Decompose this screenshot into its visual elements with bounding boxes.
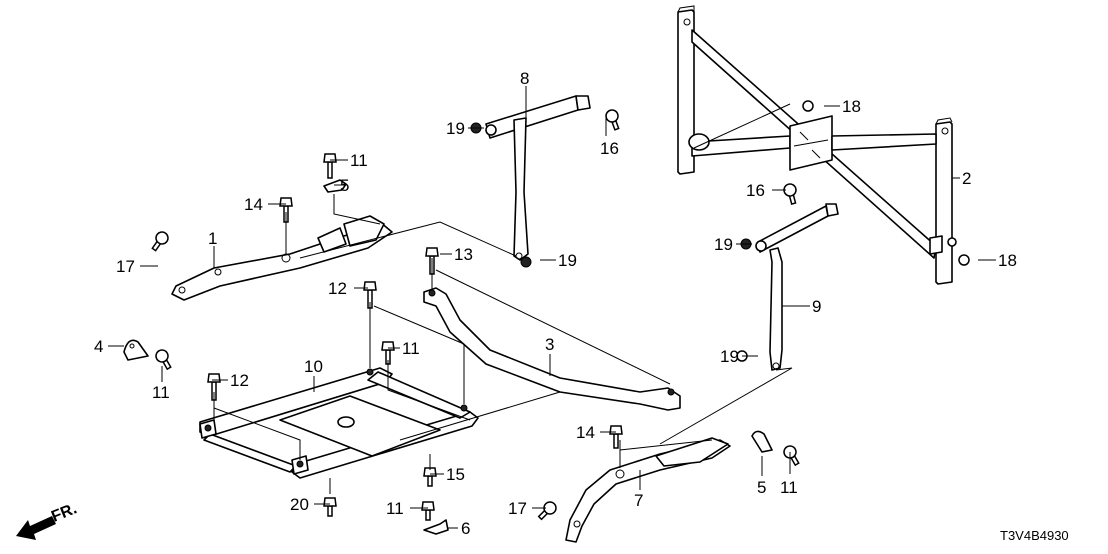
callout-19[interactable]: 19 — [558, 251, 577, 270]
callout-12[interactable]: 12 — [328, 279, 347, 298]
arrow-left-icon — [16, 516, 56, 540]
bolt-16-icon[interactable] — [783, 183, 800, 205]
callout-18[interactable]: 18 — [998, 251, 1017, 270]
nut-19-icon[interactable] — [520, 256, 532, 268]
part-4-bracket[interactable] — [123, 339, 149, 361]
callout-3[interactable]: 3 — [545, 335, 554, 354]
callout-17[interactable]: 17 — [116, 257, 135, 276]
callout-14[interactable]: 14 — [244, 195, 263, 214]
part-7-rail[interactable] — [565, 437, 731, 543]
fr-label: FR. — [49, 500, 79, 525]
callout-11[interactable]: 11 — [386, 499, 404, 518]
callout-11[interactable]: 11 — [780, 478, 798, 497]
callout-10[interactable]: 10 — [304, 357, 323, 376]
nut-18-icon[interactable] — [802, 100, 814, 112]
bolt-20-icon[interactable] — [323, 497, 337, 517]
callout-16[interactable]: 16 — [746, 181, 765, 200]
callout-19[interactable]: 19 — [720, 347, 739, 366]
callout-5[interactable]: 5 — [340, 176, 349, 195]
part-1-rail[interactable] — [171, 215, 393, 301]
bolt-14-icon[interactable] — [609, 425, 623, 449]
bolts — [149, 108, 802, 523]
callout-19[interactable]: 19 — [714, 235, 733, 254]
callout-19[interactable]: 19 — [446, 119, 465, 138]
bolt-11-icon[interactable] — [782, 444, 802, 467]
callout-18[interactable]: 18 — [842, 97, 861, 116]
callout-5[interactable]: 5 — [757, 478, 766, 497]
part-5-bracket-upper[interactable] — [323, 179, 347, 193]
part-5-bracket-lower[interactable] — [751, 430, 773, 453]
callout-17[interactable]: 17 — [508, 499, 527, 518]
callout-11[interactable]: 11 — [152, 383, 170, 402]
callout-12[interactable]: 12 — [230, 371, 249, 390]
bolt-16-icon[interactable] — [604, 108, 622, 131]
part-8-stay[interactable] — [485, 95, 591, 261]
bolt-12-icon[interactable] — [363, 281, 377, 309]
leader-lines — [108, 86, 996, 529]
part-9-stay[interactable] — [755, 203, 839, 371]
bolt-11-icon[interactable] — [323, 153, 337, 179]
callout-11[interactable]: 11 — [402, 339, 420, 358]
callout-13[interactable]: 13 — [454, 245, 473, 264]
bolt-11-icon[interactable] — [421, 501, 435, 521]
callout-9[interactable]: 9 — [812, 297, 821, 316]
callout-16[interactable]: 16 — [600, 139, 619, 158]
callout-1[interactable]: 1 — [208, 229, 217, 248]
callout-14[interactable]: 14 — [576, 423, 595, 442]
part-10-frame[interactable] — [199, 367, 479, 479]
callout-6[interactable]: 6 — [461, 519, 470, 538]
callout-4[interactable]: 4 — [94, 337, 103, 356]
callout-15[interactable]: 15 — [446, 465, 465, 484]
nut-18-icon[interactable] — [958, 254, 970, 266]
callout-8[interactable]: 8 — [520, 69, 529, 88]
bolt-17-icon[interactable] — [536, 500, 559, 523]
callout-11[interactable]: 11 — [350, 151, 368, 170]
bolt-17-icon[interactable] — [149, 230, 170, 253]
callout-labels: 1 2 3 4 5 5 6 7 8 9 10 11 11 11 11 11 12… — [94, 69, 1017, 538]
part-6-bracket[interactable] — [423, 519, 449, 535]
nuts — [470, 100, 970, 362]
callout-20[interactable]: 20 — [290, 495, 309, 514]
diagram-code: T3V4B4930 — [1000, 528, 1069, 543]
part-2-frame[interactable] — [677, 5, 957, 285]
bolt-11-icon[interactable] — [154, 348, 174, 371]
bolt-15-icon[interactable] — [423, 467, 437, 487]
front-direction-indicator: FR. — [16, 500, 79, 540]
callout-7[interactable]: 7 — [634, 491, 643, 510]
callout-2[interactable]: 2 — [962, 169, 971, 188]
part-3-crossmember[interactable] — [423, 287, 681, 411]
